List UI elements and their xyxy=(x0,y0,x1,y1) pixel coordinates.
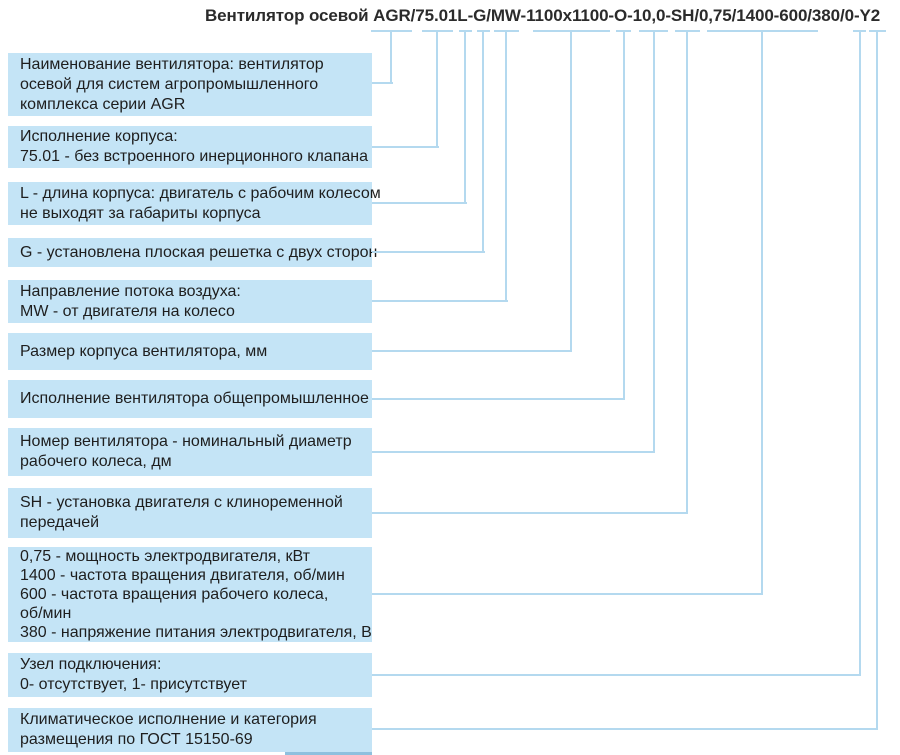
legend-item-text-line: 1400 - частота вращения двигателя, об/ми… xyxy=(20,567,345,584)
connector-v-line xyxy=(570,32,572,352)
legend-item-box: SH - установка двигателя с клиноременной… xyxy=(8,488,372,538)
legend-item-text-line: Исполнение корпуса: xyxy=(20,128,178,145)
legend-item-box: Узел подключения: 0- отсутствует, 1- при… xyxy=(8,653,372,697)
connector-v-line xyxy=(859,32,861,676)
legend-item-text-line: Узел подключения: xyxy=(20,656,162,673)
connector-tick-cap xyxy=(494,30,519,32)
legend-item-box: Размер корпуса вентилятора, мм xyxy=(8,333,372,370)
legend-item-text-line: размещения по ГОСТ 15150-69 xyxy=(20,731,253,748)
connector-h-line xyxy=(372,251,485,253)
connector-tick-cap xyxy=(371,30,412,32)
legend-item-box: G - установлена плоская решетка с двух с… xyxy=(8,238,378,267)
connector-tick-cap xyxy=(533,30,610,32)
legend-item-text-line: G - установлена плоская решетка с двух с… xyxy=(20,243,378,261)
connector-tick-cap xyxy=(477,30,490,32)
legend-item-box: 0,75 - мощность электродвигателя, кВт 14… xyxy=(8,547,372,642)
connector-h-line xyxy=(372,350,572,352)
legend-item-text-line: 600 - частота вращения рабочего колеса, xyxy=(20,586,329,603)
connector-tick-cap xyxy=(853,30,866,32)
legend-item-text-line: Наименование вентилятора: вентилятор xyxy=(20,55,324,73)
legend-item-text-line: SH - установка двигателя с клиноременной xyxy=(20,494,343,511)
connector-h-line xyxy=(372,674,861,676)
connector-v-line xyxy=(686,32,688,514)
legend-item-text-line: осевой для систем агропромышленного xyxy=(20,75,319,93)
legend-item-box: Исполнение вентилятора общепромышленное xyxy=(8,380,372,418)
legend-item-box: Исполнение корпуса: 75.01 - без встроенн… xyxy=(8,126,372,168)
legend-item-box: Климатическое исполнение и категория раз… xyxy=(8,708,372,752)
connector-h-line xyxy=(372,82,393,84)
connector-v-line xyxy=(482,32,484,253)
legend-item-text-line: комплекса серии AGR xyxy=(20,95,186,113)
connector-tick-cap xyxy=(422,30,453,32)
connector-tick-cap xyxy=(459,30,472,32)
legend-item-text-line: Направление потока воздуха: xyxy=(20,282,241,300)
connector-v-line xyxy=(436,32,438,148)
legend-item-text-line: рабочего колеса, дм xyxy=(20,453,172,470)
legend-item-text-line: передачей xyxy=(20,514,100,531)
legend-item-text-line: 75.01 - без встроенного инерционного кла… xyxy=(20,148,368,165)
legend-item-box: Направление потока воздуха: MW - от двиг… xyxy=(8,280,372,323)
connector-tick-cap xyxy=(616,30,631,32)
legend-item-text-line: L - длина корпуса: двигатель с рабочим к… xyxy=(20,184,381,202)
legend-item-text-line: 380 - напряжение питания электродвигател… xyxy=(20,624,372,641)
designation-title: Вентилятор осевой AGR/75.01L-G/MW-1100x1… xyxy=(205,6,881,25)
connector-v-line xyxy=(623,32,625,400)
connector-h-line xyxy=(372,512,688,514)
connector-h-line xyxy=(372,593,763,595)
legend-item-text-line: не выходят за габариты корпуса xyxy=(20,204,261,222)
legend-item-box: L - длина корпуса: двигатель с рабочим к… xyxy=(8,182,381,225)
connector-v-line xyxy=(464,32,466,204)
cropped-edge-line xyxy=(285,752,372,755)
connector-v-line xyxy=(653,32,655,453)
legend-item-text-line: MW - от двигателя на колесо xyxy=(20,302,235,320)
connector-h-line xyxy=(372,728,878,730)
legend-item-text-line: Размер корпуса вентилятора, мм xyxy=(20,342,268,360)
connector-tick-cap xyxy=(869,30,886,32)
legend-item-text-line: Исполнение вентилятора общепромышленное xyxy=(20,390,369,407)
connector-v-line xyxy=(505,32,507,302)
connector-h-line xyxy=(372,300,508,302)
connector-v-line xyxy=(390,32,392,84)
connector-h-line xyxy=(372,451,655,453)
connector-tick-cap xyxy=(639,30,668,32)
connector-h-line xyxy=(372,398,625,400)
connector-v-line xyxy=(761,32,763,595)
legend-item-text-line: 0- отсутствует, 1- присутствует xyxy=(20,676,247,693)
legend-item-text-line: 0,75 - мощность электродвигателя, кВт xyxy=(20,548,310,565)
connector-h-line xyxy=(372,202,467,204)
connector-tick-cap xyxy=(675,30,700,32)
legend-item-text-line: Номер вентилятора - номинальный диаметр xyxy=(20,433,352,450)
connector-h-line xyxy=(372,146,439,148)
legend-item-box: Наименование вентилятора: вентилятор осе… xyxy=(8,53,372,116)
connector-v-line xyxy=(876,32,878,730)
legend-item-box: Номер вентилятора - номинальный диаметр … xyxy=(8,428,372,476)
legend-item-text-line: Климатическое исполнение и категория xyxy=(20,711,317,728)
legend-item-text-line: об/мин xyxy=(20,605,72,622)
connector-tick-cap xyxy=(707,30,818,32)
